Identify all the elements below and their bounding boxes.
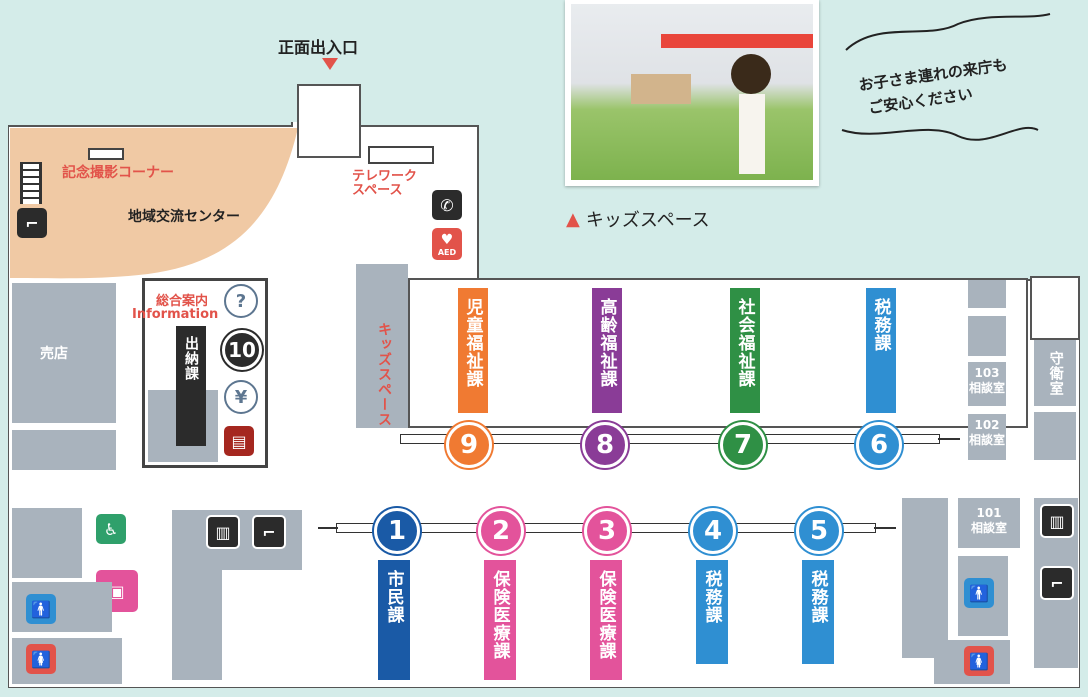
men-restroom-icon-right: 🚹 bbox=[964, 578, 994, 608]
counter-1-badge: 1 bbox=[374, 508, 420, 554]
kids-space-label: キッズスペース bbox=[376, 322, 392, 427]
counter-2-label: 保険医療課 bbox=[489, 570, 510, 660]
phone-icon: ✆ bbox=[432, 190, 462, 220]
counter-4-badge: 4 bbox=[690, 508, 736, 554]
community-center-label: 地域交流センター bbox=[128, 209, 240, 225]
counter-10-badge: 10 bbox=[222, 330, 262, 370]
entrance-label: 正面出入口 bbox=[278, 38, 359, 57]
triangle-icon: ▲ bbox=[566, 208, 580, 230]
right-room-1 bbox=[968, 280, 1006, 308]
guard-room-outline bbox=[1030, 276, 1080, 340]
guard-room: 守衛室 bbox=[1034, 340, 1076, 406]
entrance-vestibule bbox=[297, 84, 361, 158]
telework-desk bbox=[368, 146, 434, 164]
lower-rail-end-right bbox=[874, 527, 896, 529]
accessible-toilet-icon: ♿ bbox=[96, 514, 126, 544]
photo-caption-text: キッズスペース bbox=[585, 210, 710, 231]
upper-counter-zone bbox=[408, 278, 1028, 428]
counter-1-label: 市民課 bbox=[383, 570, 404, 624]
telework-label: テレワーク スペース bbox=[352, 169, 418, 199]
cashier-counter: 出納課 bbox=[176, 326, 206, 446]
info-question-icon: ? bbox=[224, 284, 258, 318]
counter-7-desk: 社会福祉課 bbox=[730, 288, 760, 413]
right-room-2 bbox=[968, 316, 1006, 356]
stairs-icon-center: ⌐ bbox=[252, 515, 286, 549]
counter-2-desk: 保険医療課 bbox=[484, 560, 516, 680]
counter-6-desk: 税務課 bbox=[866, 288, 896, 413]
lower-rail-end bbox=[318, 527, 338, 529]
counter-9-desk: 児童福祉課 bbox=[458, 288, 488, 413]
lower-right-room bbox=[902, 498, 948, 658]
counter-8-desk: 高齢福祉課 bbox=[592, 288, 622, 413]
counter-6-badge: 6 bbox=[856, 422, 902, 468]
shop-annex bbox=[12, 430, 116, 470]
rail-end-marker bbox=[938, 438, 960, 440]
ladder-icon bbox=[20, 162, 42, 204]
info-label-en: Information bbox=[132, 307, 219, 322]
counter-5-label: 税務課 bbox=[807, 570, 828, 624]
kids-space-room bbox=[356, 264, 408, 428]
women-restroom-icon: 🚺 bbox=[26, 644, 56, 674]
guard-room-label: 守衛室 bbox=[1047, 350, 1064, 396]
speech-bubble: お子さま連れの来庁も ご安心ください bbox=[838, 10, 1058, 150]
shop-room bbox=[12, 283, 116, 423]
elevator-lower bbox=[172, 570, 222, 680]
photo-caption: ▲ キッズスペース bbox=[566, 206, 710, 232]
entrance-arrow-icon bbox=[322, 58, 338, 70]
kids-space-photo bbox=[565, 0, 819, 186]
counter-4-label: 税務課 bbox=[701, 570, 722, 624]
counter-7-label: 社会福祉課 bbox=[734, 298, 755, 388]
men-restroom-icon: 🚹 bbox=[26, 594, 56, 624]
counter-5-desk: 税務課 bbox=[802, 560, 834, 664]
lower-left-room bbox=[12, 508, 82, 578]
counter-7-badge: 7 bbox=[720, 422, 766, 468]
counter-9-label: 児童福祉課 bbox=[462, 298, 483, 388]
counter-2-badge: 2 bbox=[478, 508, 524, 554]
memorial-corner-label: 記念撮影コーナー bbox=[62, 165, 174, 181]
counter-3-badge: 3 bbox=[584, 508, 630, 554]
elevator-icon: ▥ bbox=[206, 515, 240, 549]
counter-1-desk: 市民課 bbox=[378, 560, 410, 680]
info-label: 総合案内 bbox=[156, 294, 209, 309]
women-restroom-icon-right: 🚺 bbox=[964, 646, 994, 676]
counter-4-desk: 税務課 bbox=[696, 560, 728, 664]
elevator-icon-right: ▥ bbox=[1040, 504, 1074, 538]
cashier-label: 出納課 bbox=[183, 336, 199, 381]
stairs-icon: ⌐ bbox=[17, 208, 47, 238]
counter-6-label: 税務課 bbox=[870, 298, 891, 352]
guard-annex bbox=[1034, 412, 1076, 460]
counter-8-badge: 8 bbox=[582, 422, 628, 468]
counter-3-desk: 保険医療課 bbox=[590, 560, 622, 680]
stairs-icon-right: ⌐ bbox=[1040, 566, 1074, 600]
counter-9-badge: 9 bbox=[446, 422, 492, 468]
shop-label: 売店 bbox=[40, 346, 68, 362]
yen-icon: ¥ bbox=[224, 380, 258, 414]
counter-3-label: 保険医療課 bbox=[595, 570, 616, 660]
aed-icon: ♥AED bbox=[432, 228, 462, 260]
counter-8-label: 高齢福祉課 bbox=[596, 298, 617, 388]
memorial-corner-mark bbox=[88, 148, 124, 160]
counter-5-badge: 5 bbox=[796, 508, 842, 554]
copier-icon: ▤ bbox=[224, 426, 254, 456]
